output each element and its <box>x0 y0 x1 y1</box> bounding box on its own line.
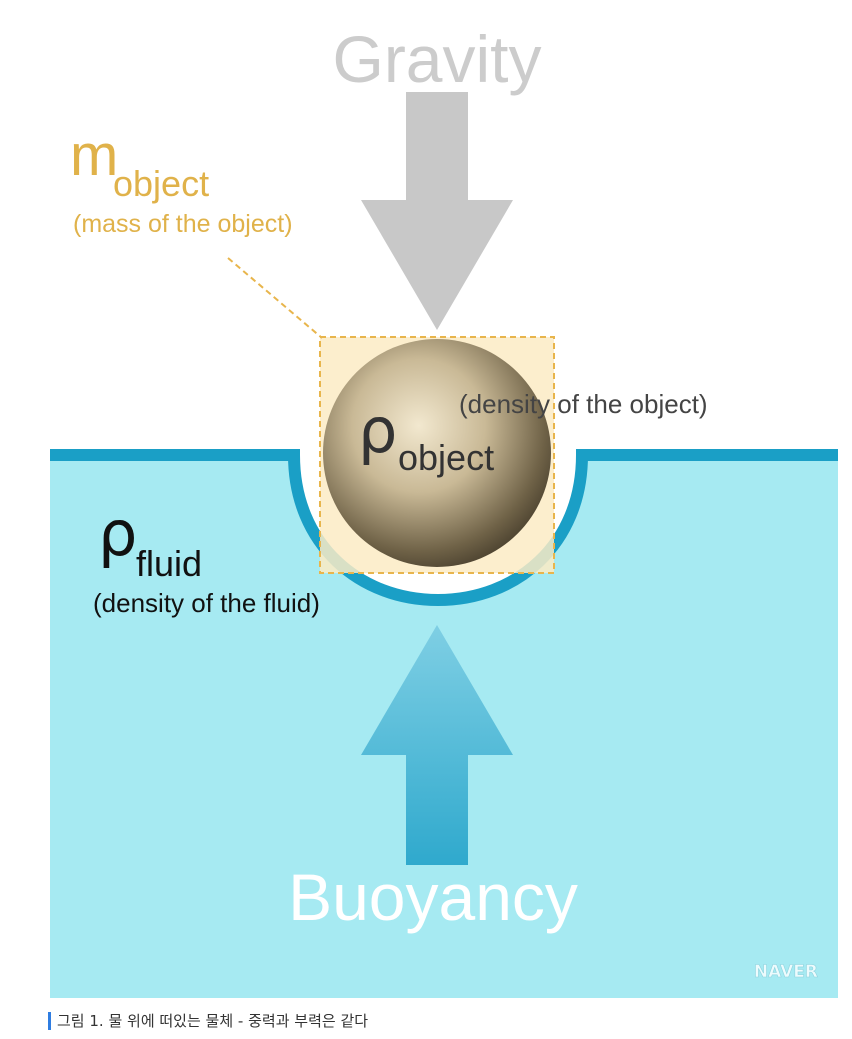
gravity-arrow <box>361 92 513 330</box>
fluid-rho-symbol: ρ <box>98 497 137 570</box>
caption-text: 그림 1. 물 위에 떠있는 물체 - 중력과 부력은 같다 <box>57 1010 368 1031</box>
buoyancy-diagram: Gravity m object (mass of the object) ρ … <box>0 0 852 1000</box>
mass-description: (mass of the object) <box>73 210 293 238</box>
mass-leader-line <box>228 258 322 338</box>
fluid-rho-subscript: fluid <box>136 543 202 584</box>
figure-caption: 그림 1. 물 위에 떠있는 물체 - 중력과 부력은 같다 <box>48 1010 368 1031</box>
mass-symbol: m <box>70 123 118 188</box>
object-rho-subscript: object <box>398 437 494 478</box>
fluid-density-description: (density of the fluid) <box>93 588 320 618</box>
gravity-label: Gravity <box>332 22 541 96</box>
object-density-description: (density of the object) <box>459 389 708 419</box>
object-rho-symbol: ρ <box>358 394 397 467</box>
caption-accent-bar <box>48 1012 51 1030</box>
diagram-canvas: Gravity m object (mass of the object) ρ … <box>0 0 852 1000</box>
naver-watermark: NAVER <box>754 962 818 982</box>
buoyancy-label: Buoyancy <box>288 860 578 934</box>
mass-subscript: object <box>113 163 209 204</box>
